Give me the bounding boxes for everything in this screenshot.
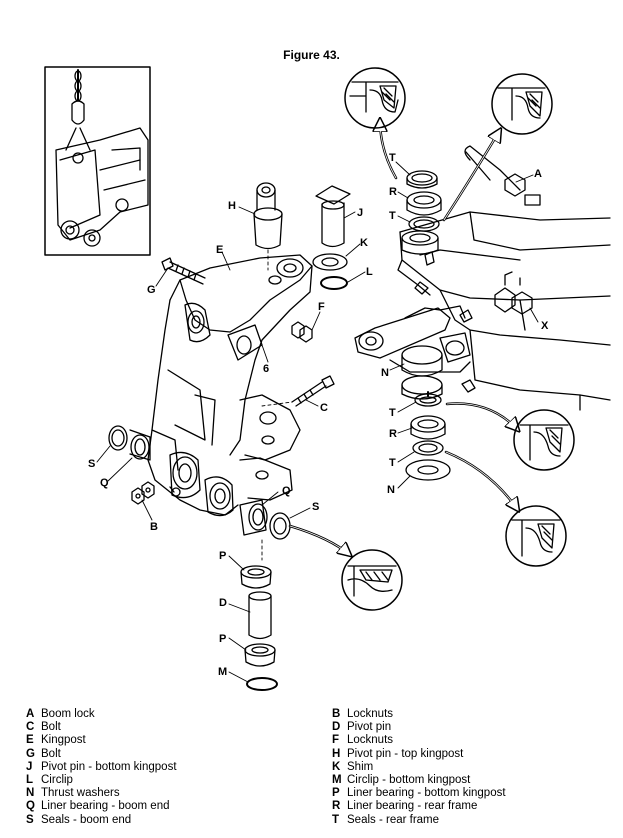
callout-t-top1: T bbox=[389, 152, 396, 164]
callout-d: D bbox=[219, 597, 227, 609]
seal-boom-end-right bbox=[269, 512, 350, 555]
figure-title: Figure 43. bbox=[283, 48, 340, 62]
rear-frame-lower-stack bbox=[405, 391, 451, 481]
shim bbox=[312, 253, 348, 271]
bolt-c bbox=[261, 375, 335, 407]
bolt-g bbox=[161, 257, 206, 285]
callout-c: C bbox=[320, 402, 328, 414]
callout-t-bottom1: T bbox=[389, 407, 396, 419]
callout-k: K bbox=[360, 237, 368, 249]
seal-boom-end-left bbox=[108, 425, 128, 451]
inset-view bbox=[44, 66, 151, 256]
rear-frame-upper-stack bbox=[406, 170, 442, 232]
pivot-pin-d-assembly bbox=[240, 539, 278, 691]
liner-bearing-boom-end-right bbox=[239, 499, 268, 536]
callout-n-top: N bbox=[381, 367, 389, 379]
leader-lines bbox=[96, 161, 539, 683]
seal-detail-bottom-left bbox=[341, 549, 403, 611]
callout-m: M bbox=[218, 666, 227, 678]
callout-e: E bbox=[216, 244, 223, 256]
callout-s-left: S bbox=[88, 458, 95, 470]
callout-a: A bbox=[534, 168, 542, 180]
callout-r-top: R bbox=[389, 186, 397, 198]
callout-labels: H J E K L G F 6 C S Q B Q S P D P M A T … bbox=[88, 152, 549, 678]
kingpost bbox=[147, 254, 313, 517]
callout-r-bottom: R bbox=[389, 428, 397, 440]
callout-f: F bbox=[318, 301, 325, 313]
callout-6: 6 bbox=[263, 363, 269, 375]
callout-h: H bbox=[228, 200, 236, 212]
callout-n-bottom: N bbox=[387, 484, 395, 496]
callout-t-bottom2: T bbox=[389, 457, 396, 469]
seal-detail-bottom-right bbox=[444, 450, 567, 567]
locknuts-b bbox=[131, 481, 155, 505]
seal-detail-middle-right bbox=[445, 402, 575, 471]
pivot-pin-bottom-kingpost bbox=[315, 185, 351, 248]
seal-detail-top-left bbox=[344, 67, 406, 180]
callout-x: X bbox=[541, 320, 549, 332]
callout-g: G bbox=[147, 284, 156, 296]
callout-j: J bbox=[357, 207, 363, 219]
callout-s-right: S bbox=[312, 501, 319, 513]
callout-p-top: P bbox=[219, 550, 226, 562]
callout-q-left: Q bbox=[100, 477, 109, 489]
callout-t-top2: T bbox=[389, 210, 396, 222]
circlip bbox=[320, 276, 348, 290]
locknuts-f bbox=[291, 321, 313, 343]
liner-bearing-boom-end-left bbox=[129, 429, 151, 461]
callout-p-bottom: P bbox=[219, 633, 226, 645]
callout-l: L bbox=[366, 266, 373, 278]
callout-b: B bbox=[150, 521, 158, 533]
seal-detail-top-right bbox=[442, 73, 553, 222]
callout-q-right: Q bbox=[282, 485, 291, 497]
